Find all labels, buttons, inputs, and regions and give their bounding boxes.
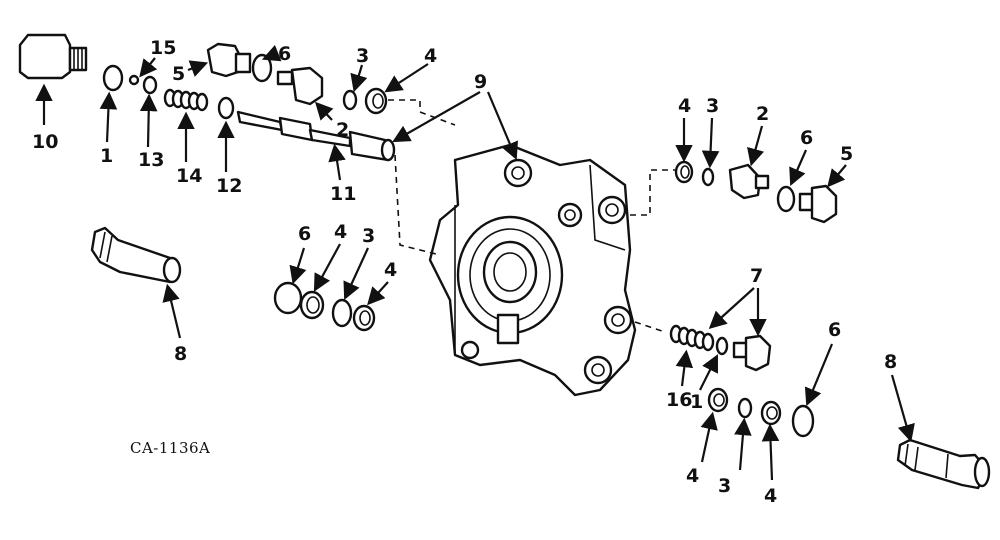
callout-3-lower: 3 — [718, 475, 731, 497]
part-4-bushing-lower-a — [707, 387, 729, 413]
callout-14: 14 — [176, 165, 202, 187]
leader-dash-right — [630, 169, 675, 216]
part-8-fitting-left — [90, 226, 182, 284]
part-6-oring-lower — [791, 404, 815, 438]
part-3-ring-lower — [737, 397, 753, 419]
pump-housing — [428, 143, 637, 397]
callout-4-mid: 4 — [334, 221, 347, 243]
callout-4-right: 4 — [678, 95, 691, 117]
part-4-bushing-mid2 — [352, 304, 376, 332]
part-3-ring-right — [701, 167, 715, 187]
callout-1: 1 — [100, 145, 113, 167]
part-6-oring-right — [776, 185, 796, 213]
callout-10: 10 — [32, 131, 58, 153]
callout-6: 6 — [278, 43, 291, 65]
callout-4-lower-a: 4 — [686, 465, 699, 487]
part-5-plug-right — [798, 184, 838, 224]
figure-code: CA-1136A — [130, 439, 210, 457]
callout-2-right: 2 — [756, 103, 769, 125]
part-4-bushing — [364, 87, 388, 115]
callout-13: 13 — [138, 149, 164, 171]
callout-9: 9 — [474, 71, 487, 93]
part-2-valve — [276, 66, 324, 106]
callout-3: 3 — [356, 45, 369, 67]
callout-7: 7 — [750, 265, 763, 287]
part-1-washer-right — [715, 336, 729, 356]
callout-6-right: 6 — [800, 127, 813, 149]
part-16-spring — [669, 324, 715, 352]
leader-dash-spool — [394, 154, 441, 256]
part-13-seat — [142, 75, 158, 95]
callout-8-left: 8 — [174, 343, 187, 365]
part-4-bushing-mid — [299, 290, 325, 320]
callout-3-mid: 3 — [362, 225, 375, 247]
part-10-cap — [18, 33, 88, 80]
callout-2: 2 — [336, 119, 349, 141]
callout-3-right: 3 — [706, 95, 719, 117]
part-3-ring-mid — [331, 298, 353, 328]
part-4-bushing-lower-b — [760, 400, 782, 426]
leader-dash-lower — [634, 321, 666, 333]
callout-6-mid: 6 — [298, 223, 311, 245]
callout-4-lower-b: 4 — [764, 485, 777, 507]
callout-15: 15 — [150, 37, 176, 59]
part-8-fitting-right — [896, 438, 991, 490]
callout-labels: 10 1 13 14 12 11 15 5 6 2 3 4 9 8 6 4 3 … — [32, 37, 897, 507]
callout-4: 4 — [424, 45, 437, 67]
callout-1-right: 1 — [690, 391, 703, 413]
callout-16: 16 — [666, 389, 692, 411]
callout-11: 11 — [330, 183, 356, 205]
callout-12: 12 — [216, 175, 242, 197]
part-11-spool — [236, 110, 396, 162]
callout-8-right: 8 — [884, 351, 897, 373]
part-1-washer — [102, 64, 124, 92]
part-12-ring — [217, 96, 235, 120]
part-6-oring-mid — [273, 281, 303, 315]
part-3-ring — [342, 89, 358, 111]
part-5-plug — [206, 42, 252, 78]
part-7-plug — [732, 334, 772, 372]
callout-6-lower: 6 — [828, 319, 841, 341]
part-6-oring — [251, 53, 273, 83]
callout-5: 5 — [172, 63, 185, 85]
part-2-valve-right — [728, 163, 770, 200]
part-14-spring — [163, 88, 209, 112]
callout-5-right: 5 — [840, 143, 853, 165]
part-4-bushing-right — [674, 160, 694, 184]
part-15-ball — [128, 74, 140, 86]
callout-arrows — [35, 44, 915, 481]
callout-4-mid2: 4 — [384, 259, 397, 281]
leader-dash-top — [388, 99, 456, 126]
